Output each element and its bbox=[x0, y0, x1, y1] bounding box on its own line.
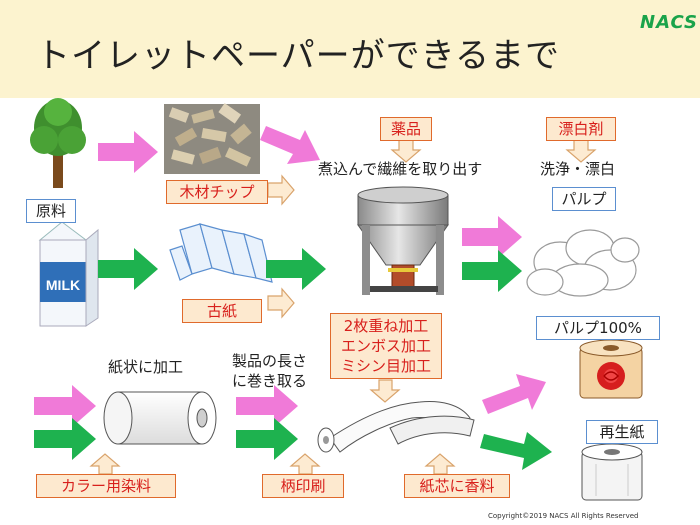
used-paper-carton-icon bbox=[169, 223, 273, 283]
arrow-to-pulp100-roll-icon bbox=[482, 374, 546, 414]
arrow-roll-to-winding-pink-icon bbox=[236, 385, 298, 427]
hollow-arrow-bleach-icon bbox=[565, 139, 597, 163]
recycled-roll-icon bbox=[581, 443, 643, 501]
arrow-tank-to-pulp-pink-icon bbox=[462, 216, 522, 258]
paper-sheet-text: 紙状に加工 bbox=[108, 358, 184, 376]
nacs-logo: NACS bbox=[640, 12, 698, 33]
wash-bleach-text: 洗浄・漂白 bbox=[540, 160, 616, 178]
raw-material-label: 原料 bbox=[26, 199, 76, 223]
page-title: トイレットペーパーができるまで bbox=[36, 36, 560, 76]
wood-chips-icon bbox=[164, 103, 260, 174]
hollow-arrow-chemicals-icon bbox=[390, 139, 422, 163]
roll-length-text-line1: 製品の長さ bbox=[232, 352, 308, 370]
header-band bbox=[0, 0, 700, 98]
tree-icon bbox=[30, 98, 86, 188]
pulp-icon bbox=[526, 229, 640, 297]
used-paper-label: 古紙 bbox=[182, 299, 262, 323]
processing-box: 2枚重ね加工 エンボス加工 ミシン目加工 bbox=[330, 313, 442, 379]
hollow-arrow-used-paper-icon bbox=[267, 287, 295, 319]
milk-carton-text: MILK bbox=[46, 277, 80, 293]
pulp100-label: パルプ100% bbox=[536, 316, 660, 340]
arrow-chip-to-tank-icon bbox=[260, 126, 320, 164]
rose-print-roll-icon bbox=[579, 339, 643, 399]
hollow-arrow-processing-icon bbox=[369, 379, 401, 403]
digester-tank-icon bbox=[357, 186, 449, 295]
pulp-label: パルプ bbox=[552, 187, 616, 211]
milk-carton-icon: MILK bbox=[38, 221, 99, 327]
hollow-arrow-pattern-print-icon bbox=[289, 453, 321, 475]
hollow-arrow-color-dye-icon bbox=[89, 453, 121, 475]
arrow-tree-to-chip-icon bbox=[98, 131, 158, 173]
hollow-arrows bbox=[89, 139, 597, 475]
arrow-dye-green-icon bbox=[34, 418, 96, 460]
bleach-label: 漂白剤 bbox=[546, 117, 616, 141]
green-arrows bbox=[34, 248, 552, 470]
arrow-dye-pink-icon bbox=[34, 385, 96, 427]
boil-extract-text: 煮込んで繊維を取り出す bbox=[318, 160, 483, 178]
pink-arrows bbox=[34, 126, 546, 427]
hollow-arrow-wood-chip-icon bbox=[267, 174, 295, 206]
arrow-tank-to-pulp-green-icon bbox=[462, 250, 522, 292]
processing-line-2: エンボス加工 bbox=[340, 337, 431, 355]
processing-line-1: 2枚重ね加工 bbox=[343, 317, 429, 335]
winding-paper-icon bbox=[317, 401, 475, 453]
wood-chip-label: 木材チップ bbox=[166, 180, 268, 204]
core-fragrance-label: 紙芯に香料 bbox=[404, 474, 510, 498]
arrow-used-paper-to-tank-icon bbox=[266, 248, 326, 290]
roll-length-text-line2: に巻き取る bbox=[232, 372, 308, 390]
arrow-carton-to-used-paper-icon bbox=[98, 248, 158, 290]
processing-line-3: ミシン目加工 bbox=[340, 357, 431, 375]
chemicals-label: 薬品 bbox=[380, 117, 432, 141]
recycled-label: 再生紙 bbox=[586, 420, 658, 444]
pattern-print-label: 柄印刷 bbox=[262, 474, 344, 498]
hollow-arrow-core-fragrance-icon bbox=[424, 453, 456, 475]
jumbo-roll-icon bbox=[103, 391, 217, 445]
copyright-footer: Copyright©2019 NACS All Rights Reserved bbox=[488, 512, 639, 520]
color-dye-label: カラー用染料 bbox=[36, 474, 176, 498]
arrow-to-recycled-roll-icon bbox=[480, 432, 552, 470]
arrow-roll-to-winding-green-icon bbox=[236, 418, 298, 460]
